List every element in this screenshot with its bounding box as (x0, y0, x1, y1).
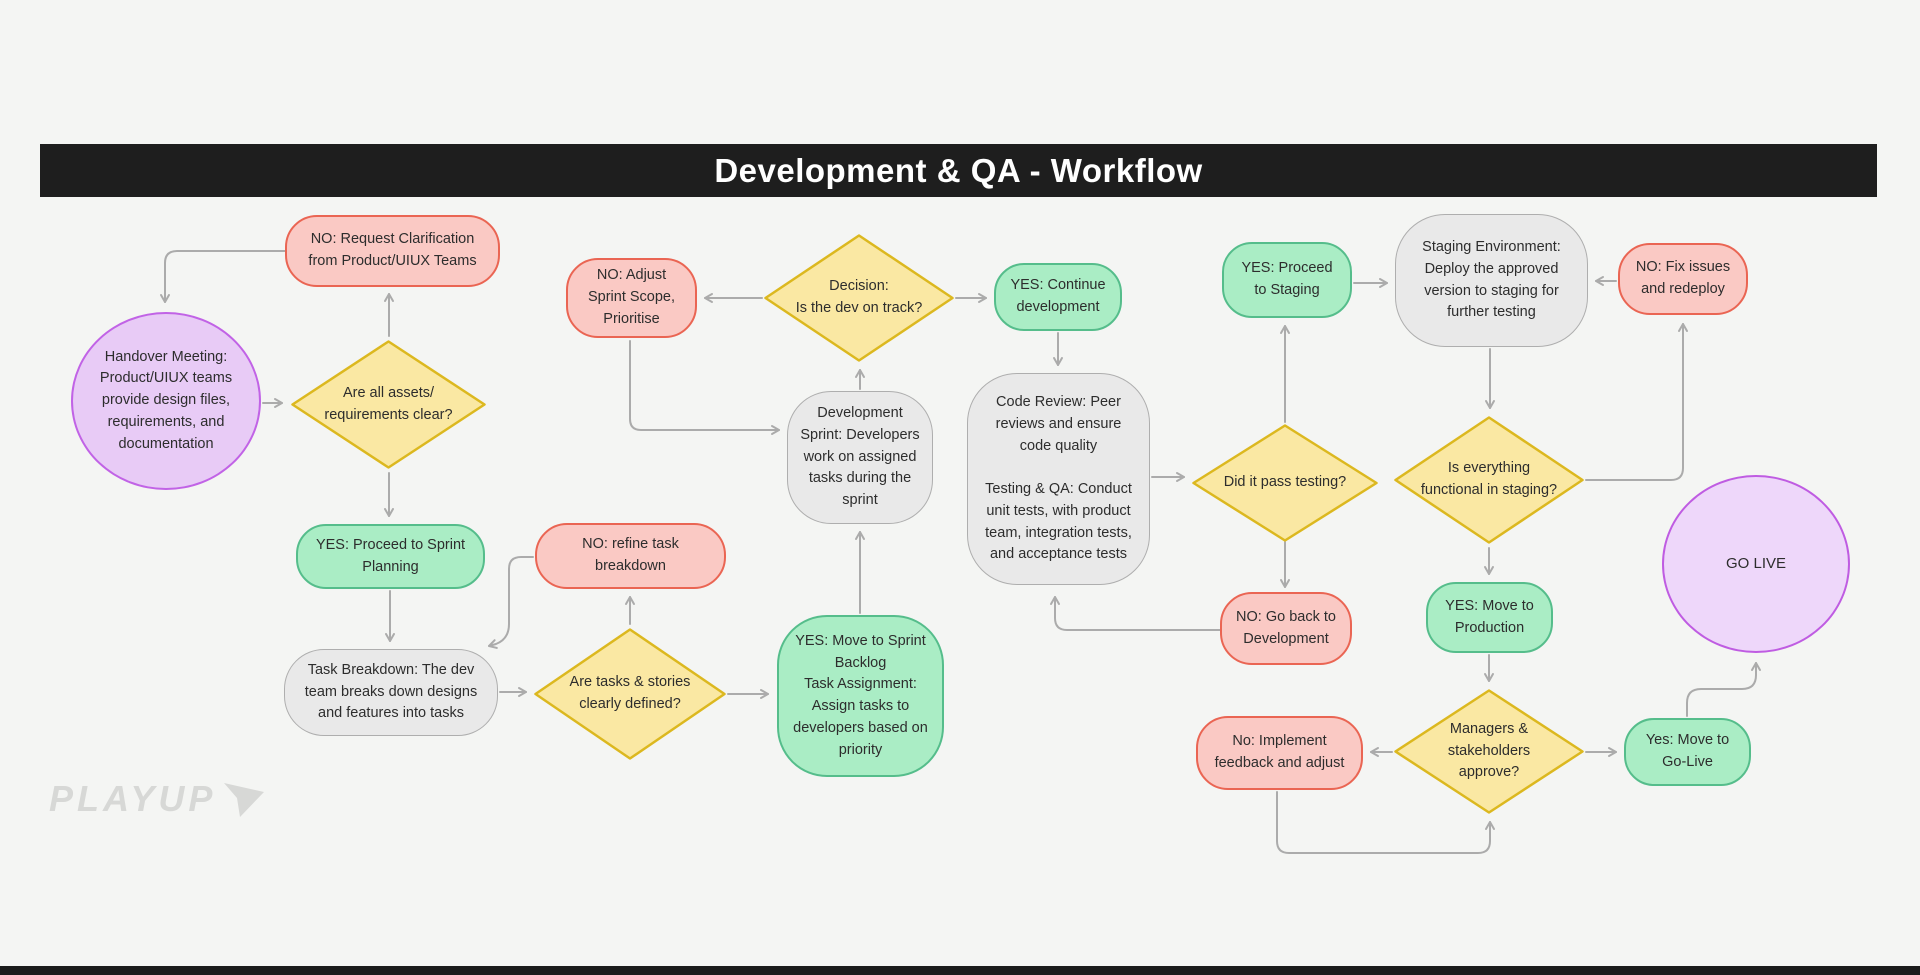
node-decision-managers-approve: Managers & stakeholders approve? (1394, 689, 1584, 814)
node-no-request-clarification: NO: Request Clarification from Product/U… (285, 215, 500, 287)
node-label: Managers & stakeholders approve? (1447, 720, 1531, 781)
node-label: YES: Proceed to Sprint Planning (315, 536, 466, 575)
node-label: YES: Move to Production (1445, 597, 1534, 636)
node-handover-meeting: Handover Meeting: Product/UIUX teams pro… (71, 312, 261, 490)
diamond-shape (1394, 689, 1584, 814)
node-development-sprint: Development Sprint: Developers work on a… (787, 391, 933, 524)
node-label: NO: Adjust Sprint Scope, Prioritise (587, 267, 676, 327)
diamond-shape (1192, 424, 1378, 542)
diamond-shape (291, 340, 486, 469)
diamond-shape (1394, 416, 1584, 544)
node-label: Yes: Move to Go-Live (1645, 732, 1730, 770)
node-label: NO: Fix issues and redeploy (1635, 259, 1731, 297)
node-no-implement-feedback: No: Implement feedback and adjust (1196, 716, 1363, 790)
node-code-review-testing-qa: Code Review: Peer reviews and ensure cod… (967, 373, 1150, 585)
node-no-fix-redeploy: NO: Fix issues and redeploy (1618, 243, 1748, 315)
node-yes-sprint-planning: YES: Proceed to Sprint Planning (296, 524, 485, 589)
node-decision-assets-clear: Are all assets/ requirements clear? (291, 340, 486, 469)
node-yes-sprint-backlog: YES: Move to Sprint Backlog Task Assignm… (777, 615, 944, 777)
node-decision-staging-functional: Is everything functional in staging? (1394, 416, 1584, 544)
node-decision-pass-testing: Did it pass testing? (1192, 424, 1378, 542)
page-title: Development & QA - Workflow (40, 144, 1877, 197)
bottom-bar (0, 966, 1920, 975)
node-label: Task Breakdown: The dev team breaks down… (304, 661, 478, 722)
node-label: NO: Go back to Development (1236, 608, 1336, 647)
node-label: Staging Environment: Deploy the approved… (1422, 239, 1561, 321)
node-label: YES: Move to Sprint Backlog Task Assignm… (793, 632, 928, 758)
node-decision-dev-on-track: Decision: Is the dev on track? (764, 234, 954, 362)
playup-logo-text: PLAYUP (49, 778, 217, 819)
node-no-go-back-development: NO: Go back to Development (1220, 592, 1352, 665)
node-decision-tasks-defined: Are tasks & stories clearly defined? (534, 628, 726, 760)
node-label: NO: Request Clarification from Product/U… (308, 231, 477, 269)
node-label: Handover Meeting: Product/UIUX teams pro… (99, 348, 233, 452)
diamond-shape (534, 628, 726, 760)
playup-logo: PLAYUP (49, 778, 266, 820)
node-label: Did it pass testing? (1223, 474, 1347, 491)
node-yes-proceed-staging: YES: Proceed to Staging (1222, 242, 1352, 318)
node-label: GO LIVE (1725, 554, 1787, 572)
node-label: Development Sprint: Developers work on a… (800, 405, 920, 509)
node-go-live: GO LIVE (1662, 475, 1850, 653)
node-yes-move-go-live: Yes: Move to Go-Live (1624, 718, 1751, 786)
node-yes-continue-development: YES: Continue development (994, 263, 1122, 331)
node-staging-environment: Staging Environment: Deploy the approved… (1395, 214, 1588, 347)
node-no-refine-task: NO: refine task breakdown (535, 523, 726, 589)
node-label: YES: Continue development (1010, 277, 1106, 315)
node-label: No: Implement feedback and adjust (1214, 733, 1345, 771)
diamond-shape (764, 234, 954, 362)
node-task-breakdown: Task Breakdown: The dev team breaks down… (284, 649, 498, 736)
node-label: Decision: Is the dev on track? (795, 278, 923, 316)
node-label: Are tasks & stories clearly defined? (569, 674, 691, 712)
node-label: YES: Proceed to Staging (1241, 260, 1333, 298)
playup-arrow-icon (224, 783, 265, 817)
node-label: Are all assets/ requirements clear? (324, 384, 453, 423)
node-label: Is everything functional in staging? (1420, 460, 1558, 498)
node-label: Code Review: Peer reviews and ensure cod… (985, 394, 1132, 563)
node-yes-move-production: YES: Move to Production (1426, 582, 1553, 653)
node-no-adjust-scope: NO: Adjust Sprint Scope, Prioritise (566, 258, 697, 338)
node-label: NO: refine task breakdown (582, 536, 679, 574)
